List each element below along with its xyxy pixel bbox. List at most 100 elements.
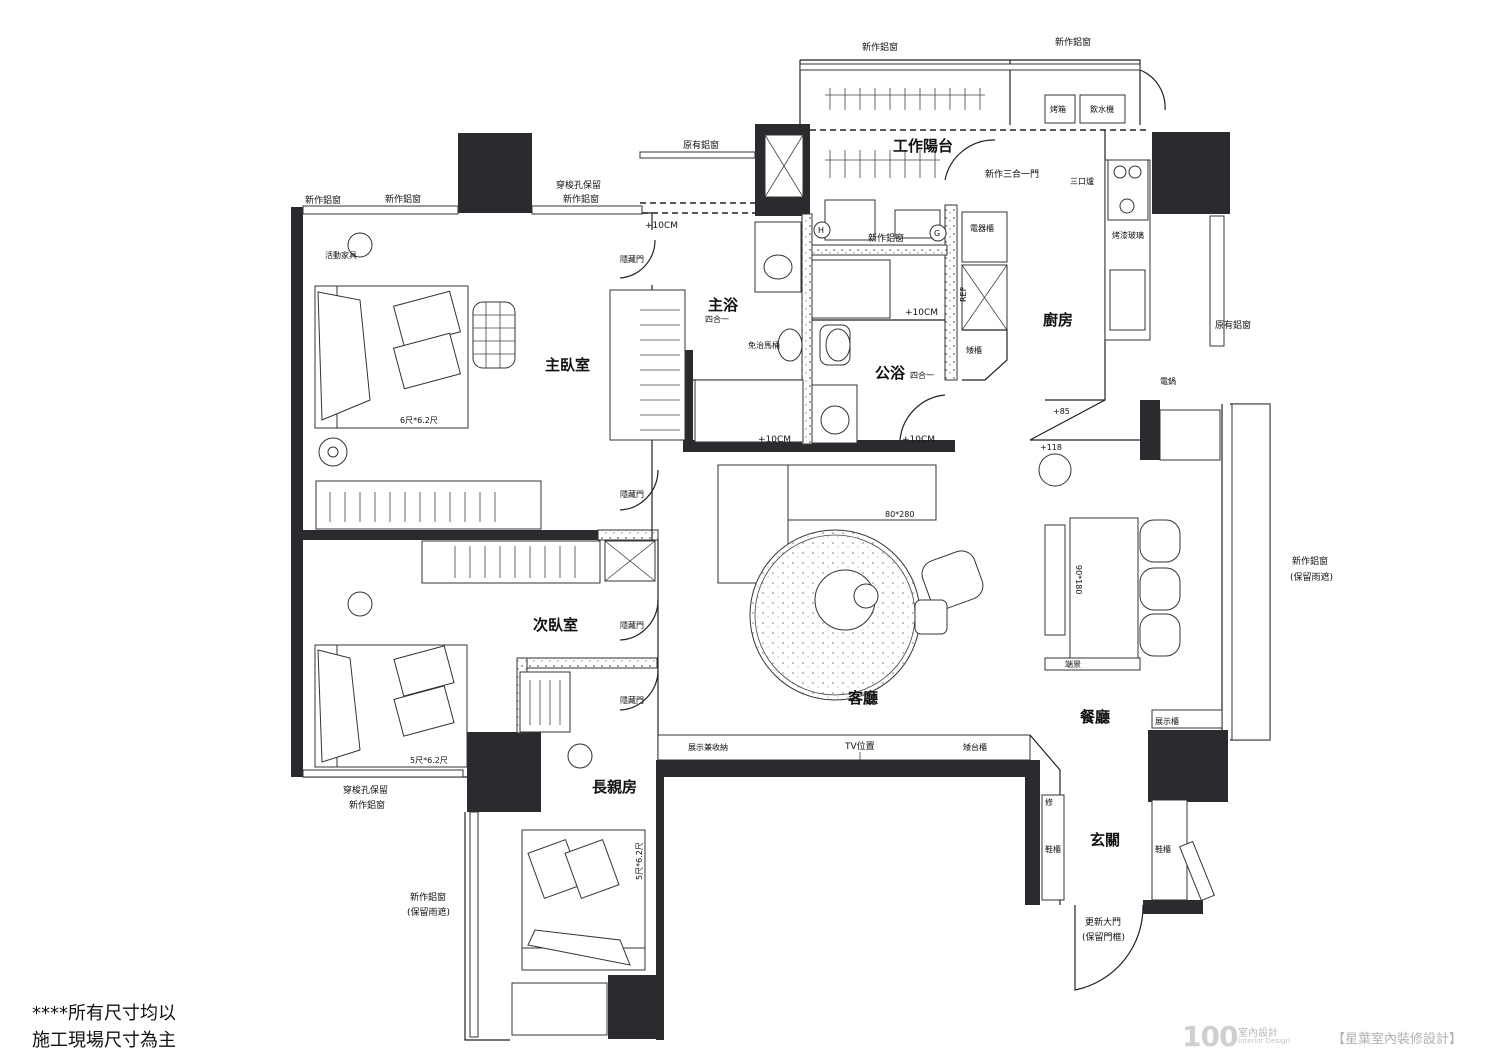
label-low-cabinet: 矮櫃: [966, 345, 982, 355]
kitchen-door: [944, 139, 996, 181]
label-new-window-elder: 新作鋁窗: [410, 891, 446, 903]
side-table: [853, 583, 879, 609]
label-plus10-public: +10CM: [902, 435, 935, 445]
entry-door-swing: [1074, 904, 1144, 991]
label-entrance: 玄關: [1090, 831, 1120, 849]
label-h: H: [818, 226, 824, 235]
bench: [1044, 524, 1066, 636]
dining-chair-1: [1139, 519, 1181, 563]
low-cabinet-edge: [962, 329, 1008, 381]
label-tv: TV位置: [844, 740, 875, 752]
label-plus-118: +118: [1040, 443, 1062, 452]
label-master-bath: 主浴: [708, 296, 739, 314]
closet-hangers: [640, 309, 680, 431]
public-bath-fixtures: [811, 259, 891, 444]
second-hangers: [454, 546, 576, 578]
label-existing-window-top: 原有鋁窗: [683, 139, 719, 151]
label-shoe-left: 鞋櫃: [1045, 844, 1061, 854]
label-shuttle-hole-bottom: 穿梭孔保留: [343, 784, 388, 796]
label-bed-5x62: 5尺*6.2尺: [410, 756, 448, 765]
desk-chair: [347, 591, 373, 617]
label-hidden-door-3: 隱藏門: [620, 620, 644, 630]
hidden-door-3: [619, 669, 659, 711]
balcony-door: [1139, 69, 1166, 111]
door-leaf-angle: [1178, 840, 1216, 902]
dining-table: [1069, 517, 1139, 659]
oven-box: [1044, 94, 1076, 124]
closet-master-side: [609, 289, 686, 441]
label-rice-cooker: 電鍋: [1160, 376, 1176, 386]
label-fridge: REF: [959, 286, 968, 302]
label-mirror: 修: [1045, 797, 1053, 807]
small-labels: 新作鋁窗 新作鋁窗 原有鋁窗 穿梭孔保留 新作鋁窗 新作鋁窗 新作鋁窗 新作三合…: [305, 36, 1333, 943]
label-master-bedroom: 主臥室: [545, 356, 590, 374]
label-new-window-bath: 新作鋁窗: [868, 232, 904, 244]
tv-cabinet: [657, 734, 1031, 761]
g-marker: [929, 224, 947, 242]
label-new-3in1-door: 新作三合一門: [985, 168, 1039, 180]
movable-chair: [347, 232, 373, 258]
master-wardrobe: [315, 480, 542, 530]
label-three-burner: 三口爐: [1070, 176, 1094, 186]
label-plus10-bath: +10CM: [905, 308, 938, 318]
label-sofa-size: 80*280: [885, 510, 914, 519]
label-new-window-left-2: 新作鋁窗: [385, 193, 421, 205]
label-side-board: 端景: [1065, 659, 1081, 669]
second-wardrobe: [421, 540, 601, 584]
burner-3: [1119, 198, 1135, 214]
label-movable-furniture: 活動家具: [325, 250, 357, 260]
nightstand-lamp-inner: [327, 446, 339, 458]
elder-chair: [567, 743, 593, 769]
label-appliance-cabinet: 電器櫃: [970, 223, 994, 233]
lounge-chair: [921, 550, 984, 610]
kitchen-sink: [1109, 269, 1146, 331]
note-line-1: ****所有尺寸均以: [32, 1003, 176, 1024]
note-line-2: 施工現場尺寸為主: [32, 1030, 176, 1051]
label-bed-elder: 5尺*6.2尺: [635, 842, 644, 880]
label-keep-canopy-elder: (保留雨遮): [407, 906, 450, 918]
brand-studio: 【星葉室內裝修設計】: [1332, 1032, 1463, 1047]
hidden-door-1: [619, 469, 659, 511]
label-tempered-glass: 烤漆玻璃: [1112, 230, 1144, 240]
hidden-door-4: [619, 239, 656, 279]
label-kitchen: 廚房: [1043, 311, 1073, 329]
label-plus10-top: +10CM: [645, 221, 678, 231]
construction-note: ****所有尺寸均以 施工現場尺寸為主: [32, 1000, 176, 1054]
label-low-tv-cabinet: 矮台櫃: [963, 742, 987, 752]
rice-cooker-cabinet: [1159, 409, 1221, 461]
label-plus-85: +85: [1053, 407, 1070, 416]
label-oven: 烤箱: [1050, 104, 1066, 114]
label-new-window-left-1: 新作鋁窗: [305, 194, 341, 206]
label-new-window-top-2: 新作鋁窗: [1055, 36, 1091, 48]
elder-wardrobe: [519, 671, 571, 733]
label-keep-canopy-right: (保留雨遮): [1290, 571, 1333, 583]
burner-2: [1128, 165, 1142, 179]
brand-name-cn: 室內設計: [1238, 1028, 1278, 1039]
room-labels: 主臥室 次臥室 長親房 主浴 公浴 廚房 客廳 餐廳 玄關 工作陽台: [533, 137, 1120, 849]
label-shuttle-hole-top: 穿梭孔保留: [556, 179, 601, 191]
drying-rack-2: [825, 150, 940, 178]
label-hidden-door-2: 隱藏門: [620, 489, 644, 499]
label-entry-door: 更新大門: [1085, 916, 1121, 928]
second-bed: [314, 644, 468, 768]
bar-stool: [1038, 453, 1072, 487]
label-bath-4in1-a: 四合一: [705, 314, 729, 324]
label-display-storage: 展示兼收納: [688, 742, 728, 752]
label-new-window-right: 新作鋁窗: [1292, 555, 1328, 567]
label-plus10-master: +10CM: [758, 435, 791, 445]
burner-1: [1113, 165, 1127, 179]
wardrobe-hangers: [329, 492, 496, 522]
master-bath-door: [899, 394, 946, 441]
label-hidden-door-1: 隱藏門: [620, 254, 644, 264]
elder-cabinet: [511, 982, 608, 1036]
appliance-tall: [961, 211, 1008, 263]
label-new-window-bottom: 新作鋁窗: [349, 799, 385, 811]
brand-name-en: Interior Design: [1238, 1037, 1290, 1045]
water-box: [1079, 94, 1126, 124]
label-existing-window-right: 原有鋁窗: [1215, 319, 1251, 331]
label-new-window-mid: 新作鋁窗: [563, 193, 599, 205]
label-elder-room: 長親房: [592, 778, 637, 796]
shoe-cabinet-left: [1041, 794, 1065, 901]
label-bath-4in1-b: 四合一: [910, 370, 934, 380]
